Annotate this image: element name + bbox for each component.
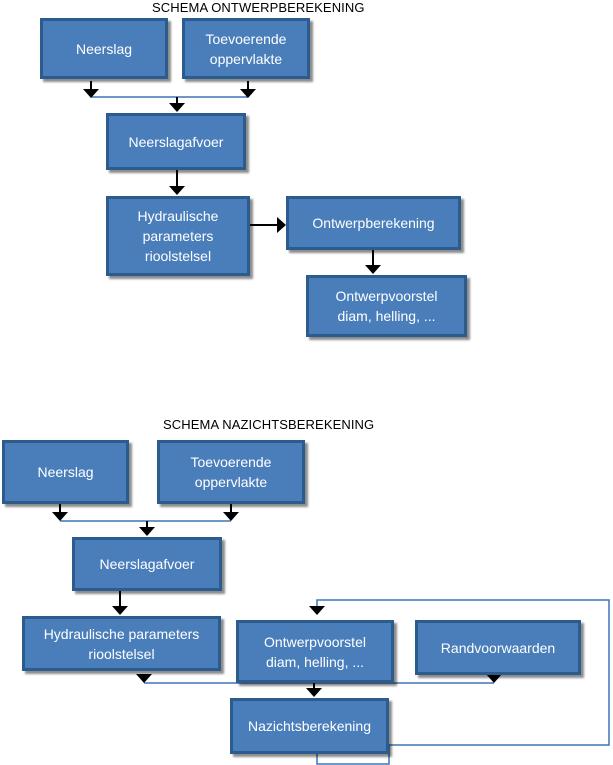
- node-label-line: oppervlakte: [209, 50, 283, 67]
- arrowhead: [139, 527, 155, 536]
- arrowhead: [112, 606, 128, 615]
- node-ontwerpvoorstel: Ontwerpvoorstel diam, helling, ...: [306, 275, 467, 337]
- node-label: Randvoorwaarden: [440, 639, 556, 656]
- node-label: Neerslagafvoer: [99, 556, 195, 572]
- node-hydraulische-parameters: Hydraulische parameters rioolstelsel: [106, 196, 250, 276]
- feedback-loop-line: [316, 599, 610, 746]
- node-randvoorwaarden: Randvoorwaarden: [415, 620, 581, 675]
- node-neerslag: Neerslag: [2, 440, 129, 504]
- arrowhead: [83, 89, 99, 98]
- node-toevoerende-oppervlakte: Toevoerende oppervlakte: [157, 440, 305, 504]
- node-label: Neerslag: [75, 40, 133, 57]
- node-ontwerpvoorstel: Ontwerpvoorstel diam, helling, ...: [236, 620, 394, 683]
- arrowhead: [169, 186, 185, 195]
- node-nazichtsberekening: Nazichtsberekening: [230, 698, 389, 754]
- arrowhead: [136, 674, 152, 683]
- node-toevoerende-oppervlakte: Toevoerende oppervlakte: [182, 18, 310, 79]
- node-label-line: Hydraulische: [137, 208, 219, 224]
- node-label-line: Toevoerende: [205, 30, 287, 47]
- node-neerslagafvoer: Neerslagafvoer: [72, 537, 222, 591]
- node-label-line: rioolstelsel: [144, 248, 212, 264]
- arrowhead: [240, 89, 256, 98]
- node-label-line: Ontwerpvoorstel: [335, 288, 438, 304]
- arrowhead: [365, 265, 381, 274]
- node-label-line: diam, helling, ...: [265, 653, 365, 670]
- node-neerslagafvoer: Neerslagafvoer: [106, 113, 246, 170]
- node-label-line: parameters: [142, 228, 214, 244]
- arrowhead: [169, 103, 185, 112]
- node-label-line: diam, helling, ...: [337, 308, 436, 324]
- arrowhead: [277, 217, 286, 233]
- node-label: Neerslag: [37, 464, 94, 480]
- node-label: Neerslagafvoer: [128, 133, 224, 150]
- node-label-line: Hydraulische parameters: [43, 625, 200, 642]
- node-label-line: Toevoerende: [190, 454, 272, 470]
- node-hydraulische-parameters: Hydraulische parameters rioolstelsel: [22, 616, 221, 671]
- node-label-line: oppervlakte: [194, 474, 268, 490]
- node-ontwerpberekening: Ontwerpberekening: [286, 196, 461, 250]
- arrowhead: [306, 688, 322, 697]
- feedback-loop-line: [316, 745, 390, 765]
- diagram1-title: SCHEMA ONTWERPBEREKENING: [152, 0, 365, 15]
- node-label-line: Ontwerpvoorstel: [264, 633, 366, 650]
- arrowhead: [486, 674, 502, 683]
- arrowhead: [52, 512, 68, 521]
- node-label: Ontwerpberekening: [312, 215, 435, 231]
- diagram2-title: SCHEMA NAZICHTSBEREKENING: [163, 417, 375, 432]
- node-neerslag: Neerslag: [40, 18, 168, 79]
- arrowhead: [309, 606, 325, 615]
- arrowhead: [223, 512, 239, 521]
- node-label-line: rioolstelsel: [88, 645, 155, 662]
- node-label: Nazichtsberekening: [248, 718, 371, 734]
